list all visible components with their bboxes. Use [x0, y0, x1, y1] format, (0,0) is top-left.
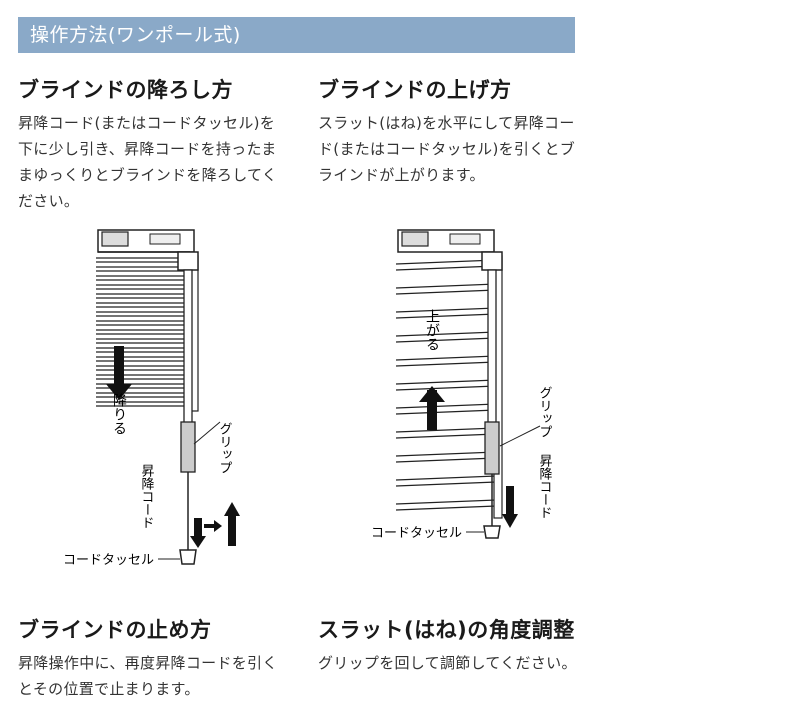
- lowering-arrow-label: 降りる: [111, 393, 127, 435]
- raising-text: スラット(はね)を水平にして昇降コード(またはコードタッセル)を引くとブラインド…: [318, 114, 576, 184]
- pull-arrows-icon: [190, 502, 240, 548]
- raising-cord-label: 昇降コード: [537, 454, 553, 519]
- headrail: [97, 229, 195, 253]
- section-header: 操作方法(ワンポール式): [18, 17, 575, 53]
- raising-illustration: 上がる グリップ 昇降コード コードタッセル: [371, 229, 553, 541]
- lowering-tassel-label: コードタッセル: [63, 553, 154, 568]
- slats: [395, 259, 497, 511]
- wand-pole: [481, 251, 503, 539]
- slats: [96, 257, 191, 407]
- raising-section: ブラインドの上げ方 スラット(はね)を水平にして昇降コード(またはコードタッセル…: [318, 74, 583, 188]
- lowering-section: ブラインドの降ろし方 昇降コード(またはコードタッセル)を下に少し引き、昇降コー…: [18, 74, 283, 214]
- angle-text: グリップを回して調節してください。: [318, 654, 577, 672]
- raising-tassel-label: コードタッセル: [371, 526, 462, 541]
- angle-title: スラット(はね)の角度調整: [318, 618, 575, 642]
- stopping-section: ブラインドの止め方 昇降操作中に、再度昇降コードを引くとその位置で止まります。: [18, 614, 283, 702]
- stopping-text: 昇降操作中に、再度昇降コードを引くとその位置で止まります。: [18, 654, 278, 698]
- lowering-grip-label: グリップ: [217, 422, 233, 474]
- raising-title: ブラインドの上げ方: [318, 78, 512, 102]
- raising-arrow-label: 上がる: [424, 309, 440, 351]
- lowering-text: 昇降コード(またはコードタッセル)を下に少し引き、昇降コードを持ったままゆっくり…: [18, 114, 278, 210]
- up-arrow-icon: [419, 386, 445, 430]
- lowering-illustration: 降りる グリップ 昇降コード コードタッセル: [63, 229, 240, 568]
- down-arrow-icon: [106, 346, 132, 400]
- pull-down-arrow-icon: [502, 486, 518, 528]
- raising-grip-label: グリップ: [537, 386, 553, 438]
- lowering-cord-label: 昇降コード: [139, 464, 155, 529]
- stopping-title: ブラインドの止め方: [18, 618, 212, 642]
- angle-section: スラット(はね)の角度調整 グリップを回して調節してください。: [318, 614, 608, 676]
- wand-pole: [177, 251, 199, 565]
- lowering-title: ブラインドの降ろし方: [18, 78, 233, 102]
- headrail: [397, 229, 495, 253]
